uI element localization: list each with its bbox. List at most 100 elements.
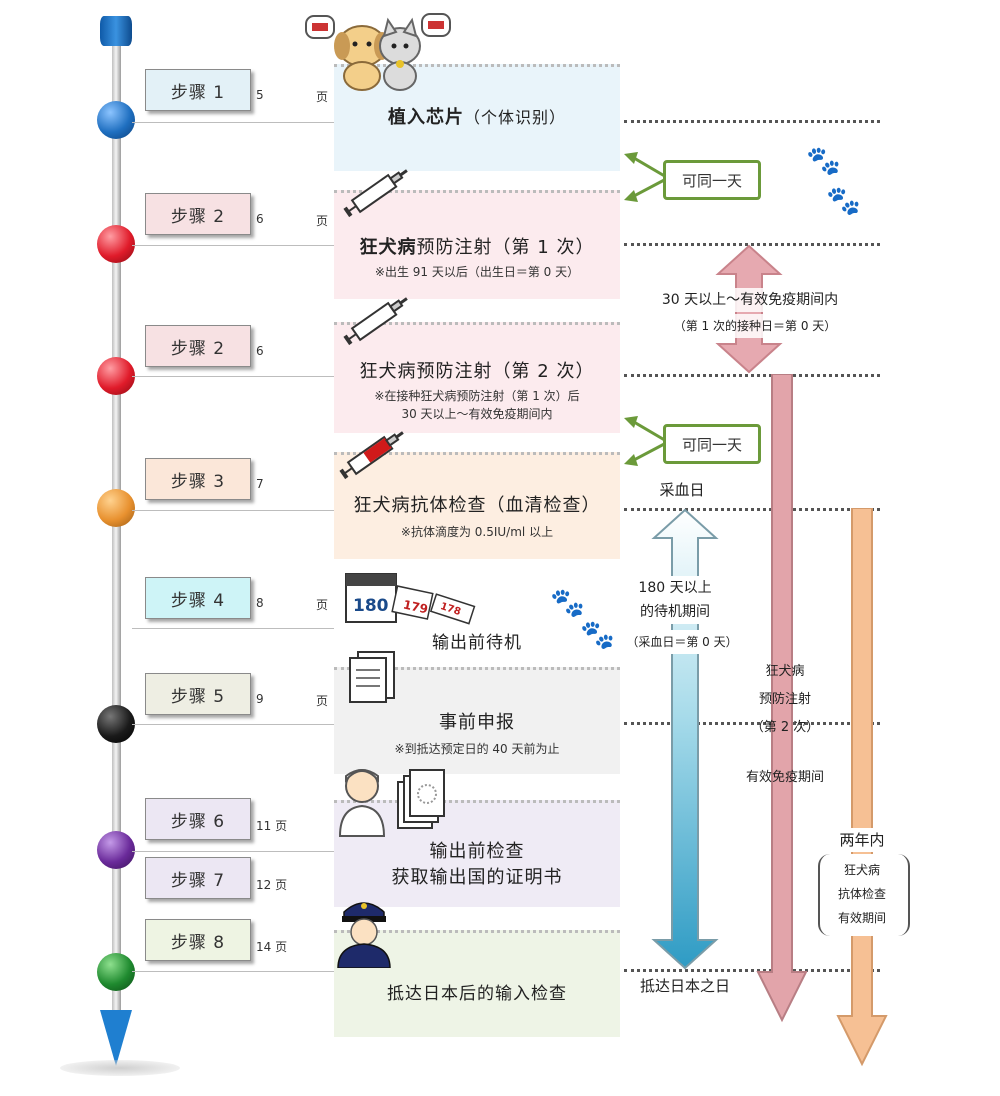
card-import-check: 抵达日本后的输入检查 [334, 930, 620, 1037]
card-chip-title-bold: 植入芯片 [387, 107, 464, 128]
card-chip-title-rest: （个体识别） [463, 108, 566, 127]
connector-line [132, 376, 334, 377]
paw-icon: 🐾 [550, 586, 585, 619]
step-label-3: 步骤 3 [145, 458, 251, 500]
rabies-vaccine2-text-3: （第 2 次） [750, 720, 820, 735]
card-vaccine2: 狂犬病预防注射（第 2 次） ※在接种狂犬病预防注射（第 1 次）后 30 天以… [334, 322, 620, 433]
page-ref-8: 14 页 [256, 940, 288, 954]
immunity-period-text: 有效免疫期间 [745, 770, 824, 785]
syringe-blood-icon [339, 431, 404, 480]
page-unit-2a: 页 [316, 214, 329, 228]
rabies-vaccine2-text-1: 狂犬病 [765, 664, 805, 679]
validity-text-1: 狂犬病 [843, 863, 880, 877]
page-ref-6: 11 页 [256, 819, 288, 833]
card-wait-title: 输出前待机 [432, 633, 522, 653]
card-notify-note: ※到抵达预定日的 40 天前为止 [394, 742, 560, 756]
card-chip: 植入芯片（个体识别） [334, 64, 620, 171]
card-vaccine2-note-1: ※在接种狂犬病预防注射（第 1 次）后 [374, 389, 580, 403]
validity-bracket [818, 854, 910, 936]
step5-ball [97, 705, 135, 743]
wait-period-arrow [651, 508, 719, 970]
card-antibody: 狂犬病抗体检查（血清检查） ※抗体滴度为 0.5IU/ml 以上 [334, 452, 620, 559]
step-label-6: 步骤 6 [145, 798, 251, 840]
step-label-4: 步骤 4 [145, 577, 251, 619]
step-label-2a: 步骤 2 [145, 193, 251, 235]
timeline-pole [112, 40, 121, 1030]
page-unit-4: 页 [316, 598, 329, 612]
page-unit-5: 页 [316, 694, 329, 708]
step-label-7: 步骤 7 [145, 857, 251, 899]
step1-ball [97, 101, 135, 139]
antibody-validity-arrow [836, 508, 888, 1067]
card-chip-title: 植入芯片（个体识别） [334, 103, 620, 129]
step-label-8: 步骤 8 [145, 919, 251, 961]
timeline-top-cap [100, 16, 132, 46]
paw-icon: 🐾 [806, 144, 841, 177]
step2a-ball [97, 225, 135, 263]
paw-icon: 🐾 [580, 618, 615, 651]
rabies-vaccine2-text-2: 预防注射 [758, 692, 811, 707]
connector-line [132, 510, 334, 511]
officer-icon [337, 902, 391, 968]
validity-text-2: 抗体检查 [837, 887, 886, 901]
connector-line [132, 628, 334, 629]
step-label-2b: 步骤 2 [145, 325, 251, 367]
card-export-check: 输出前检查 获取输出国的证明书 [334, 800, 620, 907]
page-ref-7: 12 页 [256, 878, 288, 892]
step6-ball [97, 831, 135, 869]
page-ref-1: 5 [256, 88, 264, 102]
syringe-icon [343, 297, 408, 346]
step2b-ball [97, 357, 135, 395]
card-antibody-title: 狂犬病抗体检查（血清检查） [353, 495, 601, 516]
timeline-shadow [60, 1060, 180, 1076]
interval-text-2: （第 1 次的接种日＝第 0 天） [650, 314, 860, 338]
card-antibody-note: ※抗体滴度为 0.5IU/ml 以上 [400, 525, 554, 539]
card-export-title-2: 获取输出国的证明书 [391, 867, 563, 888]
wait-period-text-3: （采血日＝第 0 天） [614, 630, 750, 654]
step3-ball [97, 489, 135, 527]
guide-dotted-line [624, 969, 880, 972]
step-label-1: 步骤 1 [145, 69, 251, 111]
arrival-day: 抵达日本之日 [620, 974, 750, 998]
blood-sampling-day: 采血日 [632, 478, 732, 502]
interval-text-1: 30 天以上～有效免疫期间内 [630, 288, 870, 312]
connector-line [132, 245, 334, 246]
connector-line [132, 851, 334, 852]
step8-ball [97, 953, 135, 991]
card-vaccine1-title-rest: 预防注射（第 1 次） [416, 237, 595, 258]
step-label-5: 步骤 5 [145, 673, 251, 715]
wait-period-text-1: 180 天以上 [620, 576, 730, 600]
guide-dotted-line [624, 722, 880, 725]
card-vaccine2-note-2: 30 天以上～有效免疫期间内 [401, 407, 553, 421]
connector-line [132, 971, 334, 972]
card-vaccine1: 狂犬病预防注射（第 1 次） ※出生 91 天以后（出生日＝第 0 天） [334, 190, 620, 299]
card-vaccine2-title: 狂犬病预防注射（第 2 次） [359, 361, 595, 382]
wait-period-text-2: 的待机期间 [620, 600, 730, 624]
immunity-period-arrow [756, 374, 808, 1023]
guide-dotted-line [624, 120, 880, 123]
two-years-text: 两年内 [822, 828, 902, 852]
calendar-icon [345, 573, 476, 625]
dog-cat-illustration [305, 13, 451, 91]
syringe-icon [343, 169, 408, 218]
card-notify-title: 事前申报 [439, 712, 515, 733]
card-vaccine1-title: 狂犬病预防注射（第 1 次） [334, 233, 620, 259]
page-ref-5: 9 [256, 692, 264, 706]
doctor-icon [338, 769, 445, 837]
page-unit-1: 页 [316, 90, 329, 104]
timeline-arrowhead [100, 1010, 132, 1066]
connector-line [132, 122, 334, 123]
same-day-connector-2 [624, 416, 669, 466]
paw-icon: 🐾 [826, 184, 861, 217]
guide-dotted-line [624, 243, 880, 246]
connector-line [132, 724, 334, 725]
validity-text-3: 有效期间 [837, 911, 886, 925]
same-day-badge-1: 可同一天 [663, 160, 761, 200]
card-import-title: 抵达日本后的输入检查 [387, 984, 567, 1004]
guide-dotted-line [624, 508, 880, 511]
page-ref-4: 8 [256, 596, 264, 610]
calendar-number-main: 180 [353, 596, 389, 616]
card-vaccine1-note: ※出生 91 天以后（出生日＝第 0 天） [374, 265, 580, 279]
document-icon [349, 651, 395, 703]
guide-dotted-line [624, 374, 880, 377]
